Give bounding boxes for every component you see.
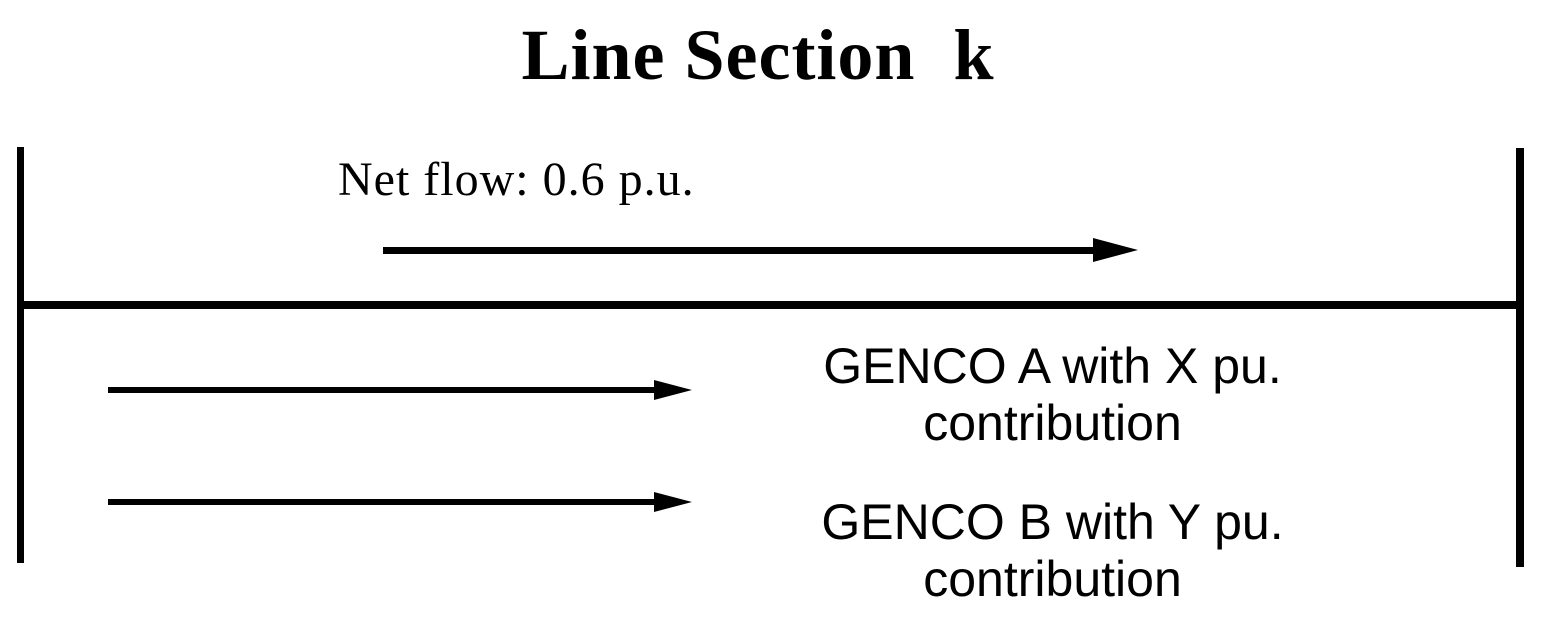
arrow-shaft — [383, 247, 1095, 254]
genco-b-label-line1: GENCO B with Y pu. — [821, 494, 1284, 550]
genco-a-label: GENCO A with X pu. contribution — [780, 338, 1325, 452]
transmission-line — [17, 301, 1524, 309]
arrow-shaft — [108, 387, 656, 393]
arrow-head-icon — [654, 492, 692, 512]
right-bus-bar — [1516, 148, 1524, 567]
arrow-head-icon — [1093, 238, 1138, 262]
net-flow-label: Net flow: 0.6 p.u. — [338, 153, 695, 206]
arrow-shaft — [108, 499, 656, 505]
genco-a-label-line2: contribution — [923, 395, 1182, 451]
genco-b-label-line2: contribution — [923, 551, 1182, 607]
arrow-head-icon — [654, 380, 692, 400]
left-bus-bar — [17, 147, 24, 563]
genco-a-label-line1: GENCO A with X pu. — [823, 338, 1282, 394]
diagram-title: Line Section k — [521, 15, 995, 95]
genco-b-label: GENCO B with Y pu. contribution — [780, 494, 1325, 608]
